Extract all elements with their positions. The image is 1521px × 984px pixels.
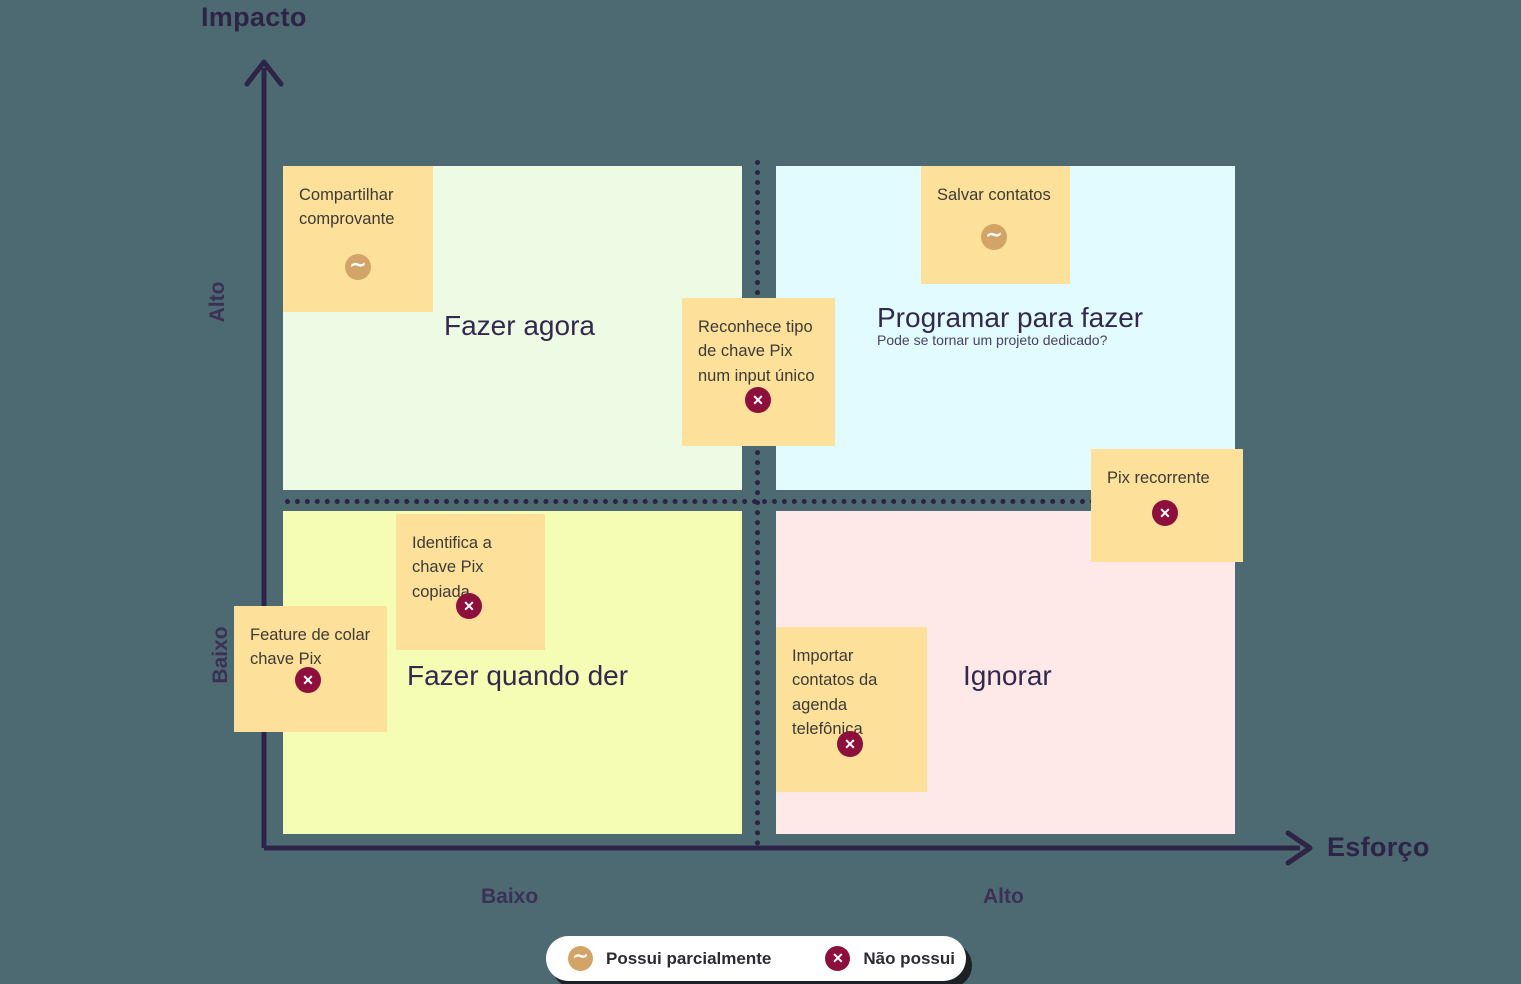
sticky-note-salvar-contatos[interactable]: Salvar contatos ∼ — [921, 166, 1070, 284]
quadrant-label-ignorar: Ignorar — [963, 660, 1052, 691]
status-badge-none-icon: ✕ — [825, 946, 851, 971]
y-axis-tick-low: Baixo — [209, 626, 232, 684]
status-badge-partial-icon: ∼ — [345, 254, 371, 280]
x-axis-tick-low: Baixo — [481, 885, 539, 908]
quadrant-label-fazer-quando-der: Fazer quando der — [407, 660, 629, 691]
sticky-note-compartilhar-comprovante[interactable]: Compartilhar comprovante ∼ — [283, 166, 433, 312]
status-badge-none-icon: ✕ — [456, 593, 482, 619]
x-axis-tick-high: Alto — [983, 885, 1024, 908]
sticky-note-pix-recorrente[interactable]: Pix recorrente ✕ — [1091, 449, 1243, 562]
sticky-note-text: Reconhece tipo de chave Pix num input ún… — [698, 318, 815, 385]
divider-horizontal — [285, 499, 1235, 504]
status-badge-none-icon: ✕ — [837, 731, 863, 757]
status-badge-none-icon: ✕ — [295, 667, 321, 693]
legend-label-none: Não possui — [863, 948, 955, 968]
y-axis-title: Impacto — [201, 2, 307, 32]
sticky-note-text: Importar contatos da agenda telefônica — [792, 647, 878, 739]
status-badge-none-icon: ✕ — [745, 387, 771, 413]
status-badge-partial-icon: ∼ — [568, 946, 593, 971]
y-axis-tick-high: Alto — [206, 281, 229, 323]
status-badge-partial-icon: ∼ — [981, 224, 1007, 250]
sticky-note-identifica-chave-pix-copiada[interactable]: Identifica a chave Pix copiada ✕ — [396, 514, 545, 650]
legend-item-partial: ∼ Possui parcialmente — [568, 946, 771, 971]
quadrant-label-programar: Programar para fazer — [877, 302, 1144, 333]
status-badge-none-icon: ✕ — [1152, 500, 1178, 526]
sticky-note-text: Compartilhar comprovante — [299, 186, 395, 229]
legend-label-partial: Possui parcialmente — [606, 948, 772, 968]
sticky-note-feature-de-colar-chave-pix[interactable]: Feature de colar chave Pix ✕ — [234, 606, 387, 732]
sticky-note-text: Feature de colar chave Pix — [250, 626, 371, 669]
quadrant-label-fazer-agora: Fazer agora — [444, 310, 595, 341]
x-axis-title: Esforço — [1327, 832, 1430, 862]
sticky-note-importar-contatos-agenda[interactable]: Importar contatos da agenda telefônica ✕ — [776, 627, 927, 792]
sticky-note-text: Identifica a chave Pix copiada — [412, 534, 492, 601]
sticky-note-reconhece-tipo-chave-pix[interactable]: Reconhece tipo de chave Pix num input ún… — [682, 298, 835, 446]
legend-item-none: ✕ Não possui — [825, 946, 955, 971]
sticky-note-text: Pix recorrente — [1107, 469, 1210, 487]
legend: ∼ Possui parcialmente ✕ Não possui — [546, 936, 966, 981]
quadrant-subtitle-programar: Pode se tornar um projeto dedicado? — [877, 332, 1108, 348]
sticky-note-text: Salvar contatos — [937, 186, 1051, 204]
